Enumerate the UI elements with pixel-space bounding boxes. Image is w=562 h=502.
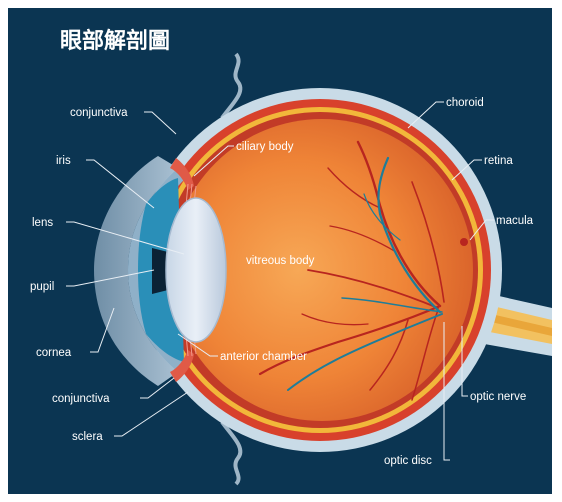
eye-anatomy-diagram: 眼部解剖圖 conjunctiva iris lens pupil cornea… — [8, 8, 552, 494]
label-sclera: sclera — [72, 431, 103, 443]
label-iris: iris — [56, 155, 71, 167]
label-conjunctiva-bottom: conjunctiva — [52, 393, 110, 405]
label-conjunctiva-top: conjunctiva — [70, 107, 128, 119]
diagram-title: 眼部解剖圖 — [60, 28, 170, 54]
label-anterior-chamber: anterior chamber — [220, 351, 307, 363]
lens-shape — [166, 198, 226, 342]
eye-diagram-canvas: 眼部解剖圖 conjunctiva iris lens pupil cornea… — [8, 8, 552, 494]
macula-spot — [460, 238, 468, 246]
label-macula: macula — [496, 215, 534, 227]
label-pupil: pupil — [30, 281, 54, 293]
label-cornea: cornea — [36, 347, 72, 359]
label-optic-nerve: optic nerve — [470, 391, 526, 403]
label-vitreous-body: vitreous body — [246, 255, 315, 267]
label-ciliary-body: ciliary body — [236, 141, 294, 153]
label-retina: retina — [484, 155, 513, 167]
label-optic-disc: optic disc — [384, 455, 432, 467]
label-choroid: choroid — [446, 97, 484, 109]
label-lens: lens — [32, 217, 53, 229]
